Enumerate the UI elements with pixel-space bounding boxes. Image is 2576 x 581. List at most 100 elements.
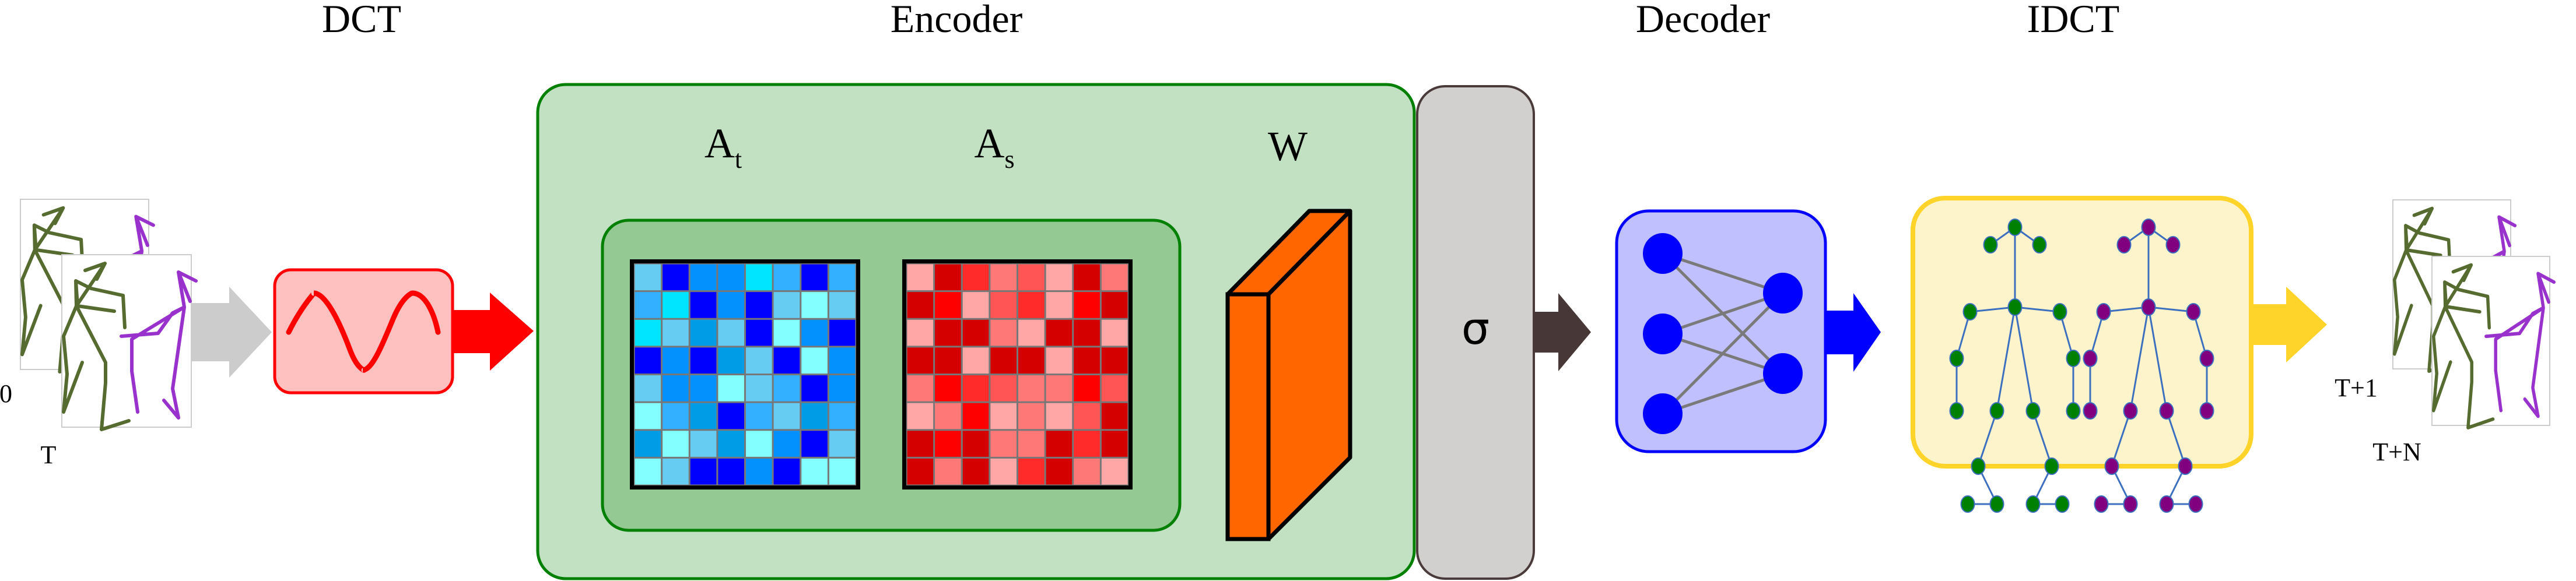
- matrix-cell: [718, 347, 744, 374]
- matrix-cell: [746, 264, 772, 291]
- matrix-cell: [690, 347, 717, 374]
- matrix-cell: [935, 431, 961, 457]
- dct-arrow: [453, 293, 534, 371]
- matrix-cell: [1101, 292, 1128, 318]
- pose-figures: [2393, 206, 2517, 373]
- pose-figures: [2432, 263, 2556, 429]
- neural-network-icon: [1643, 233, 1803, 434]
- weight-matrix-block: [1225, 209, 1352, 541]
- decoder-title: Decoder: [1636, 0, 1771, 41]
- skeleton-bone: [2111, 410, 2132, 467]
- skeleton-joint: [2141, 298, 2156, 316]
- matrix-cell: [1074, 458, 1100, 485]
- matrix-cell: [635, 375, 661, 402]
- output-pose-sequence: T+1 T+N: [2335, 199, 2556, 466]
- skeleton-person-b: [2083, 219, 2214, 513]
- matrix-cell: [801, 292, 828, 318]
- encoder-block: At As W: [536, 83, 1416, 580]
- matrix-cell: [990, 264, 1017, 291]
- matrix-cell: [935, 403, 961, 429]
- matrix-cell: [1046, 458, 1073, 485]
- weight-label: W: [1268, 123, 1308, 170]
- skeleton-joint: [1949, 402, 1964, 420]
- matrix-cell: [829, 264, 856, 291]
- matrix-cell: [663, 292, 689, 318]
- matrix-cell: [1018, 431, 1045, 457]
- matrix-cell: [773, 458, 800, 485]
- matrix-cell: [907, 347, 934, 374]
- skeleton-bone: [2014, 306, 2060, 313]
- skeleton-joint: [2025, 495, 2041, 513]
- skeleton-joint: [2159, 495, 2174, 513]
- skeleton-bone: [1969, 306, 2016, 313]
- skeleton-joint: [2025, 402, 2041, 420]
- matrix-cell: [962, 347, 989, 374]
- matrix-cell: [663, 347, 689, 374]
- skeleton-bone: [1996, 307, 2016, 411]
- spatial-attention-label: As: [974, 120, 1014, 174]
- matrix-cell: [746, 403, 772, 429]
- matrix-cell: [801, 431, 828, 457]
- matrix-cell: [962, 403, 989, 429]
- matrix-cell: [690, 264, 717, 291]
- skeleton-joint: [2055, 495, 2070, 513]
- skeleton-bone: [2165, 410, 2186, 467]
- matrix-cell: [773, 347, 800, 374]
- network-edge: [1662, 292, 1784, 415]
- matrix-cell: [718, 431, 744, 457]
- skeleton-joint: [2123, 402, 2138, 420]
- matrix-cell: [1018, 458, 1045, 485]
- skeleton-joint: [2186, 303, 2201, 321]
- matrix-cell: [801, 458, 828, 485]
- matrix-cell: [773, 431, 800, 457]
- skeleton-joint: [1962, 303, 1978, 321]
- skeleton-joint: [2199, 350, 2214, 367]
- matrix-cell: [718, 264, 744, 291]
- matrix-cell: [635, 431, 661, 457]
- skeleton-joint: [1949, 350, 1964, 367]
- skeleton-joint: [1989, 402, 2004, 420]
- matrix-cell: [907, 375, 934, 402]
- matrix-cell: [801, 264, 828, 291]
- matrix-cell: [990, 347, 1017, 374]
- matrix-cell: [801, 319, 828, 346]
- matrix-cell: [990, 319, 1017, 346]
- matrix-cell: [1018, 375, 1045, 402]
- pose-person-b: [2484, 272, 2556, 418]
- matrix-cell: [746, 375, 772, 402]
- temporal-attention-matrix: [630, 259, 860, 490]
- input-frame-front: [61, 254, 198, 431]
- matrix-cell: [1101, 403, 1128, 429]
- matrix-cell: [773, 264, 800, 291]
- matrix-cell: [1074, 403, 1100, 429]
- matrix-cell: [663, 375, 689, 402]
- idct-block: [1911, 196, 2253, 513]
- dct-title: DCT: [322, 0, 401, 41]
- skeleton-joint: [2096, 303, 2111, 321]
- matrix-cell: [663, 403, 689, 429]
- matrix-cell: [1101, 319, 1128, 346]
- matrix-cell: [962, 264, 989, 291]
- matrix-cell: [1046, 264, 1073, 291]
- pose-person-a: [20, 206, 89, 374]
- matrix-cell: [1101, 264, 1128, 291]
- decoder-arrow: [1825, 293, 1881, 372]
- matrix-cell: [1046, 375, 1073, 402]
- matrix-cell: [1018, 347, 1045, 374]
- input-start-label: 0: [0, 379, 12, 408]
- decoder-block: [1615, 209, 1827, 453]
- skeleton-joint: [2066, 402, 2081, 420]
- skeleton-joint: [2199, 402, 2214, 420]
- pose-drawing: [2432, 263, 2556, 429]
- weight-block-front: [1225, 292, 1271, 541]
- matrix-cell: [801, 347, 828, 374]
- skeleton-bone: [2032, 410, 2053, 467]
- frame-border: [2431, 256, 2550, 426]
- matrix-cell: [935, 375, 961, 402]
- skeleton-joint: [2104, 457, 2119, 475]
- matrix-cell: [962, 431, 989, 457]
- skeleton-bone: [2147, 307, 2168, 411]
- frame-border: [61, 254, 192, 428]
- skeleton-bone: [2129, 307, 2150, 411]
